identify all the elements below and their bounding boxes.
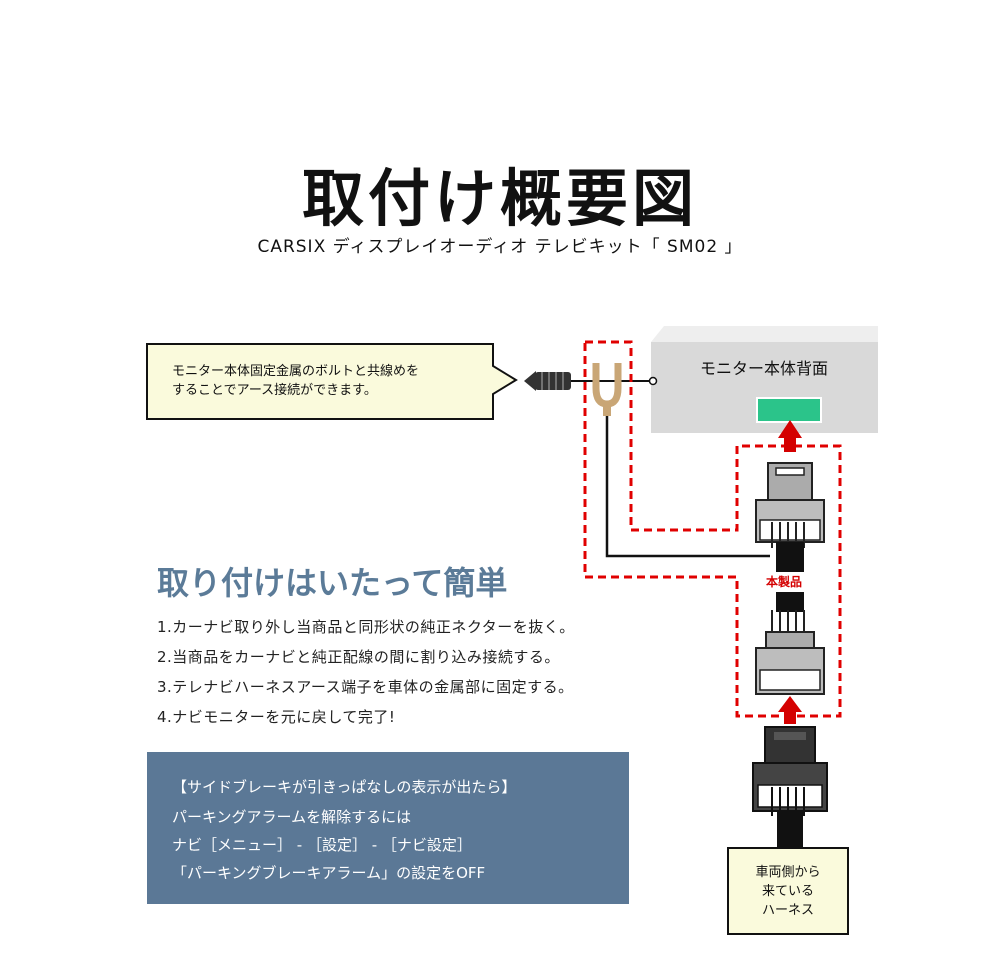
parking-brake-note <box>147 752 629 904</box>
harness-label-line: 来ている <box>761 884 814 899</box>
earth-terminal-icon <box>592 363 622 408</box>
step-item: 2.当商品をカーナビと純正配線の間に割り込み接続する。 <box>157 648 560 666</box>
step-item: 4.ナビモニターを元に戻して完了! <box>157 708 396 726</box>
page-title: 取付け概要図 <box>301 162 698 235</box>
instructions-heading: 取り付けはいたって簡単 <box>157 564 508 602</box>
note-line: ナビ［メニュー］ - ［設定］ - ［ナビ設定］ <box>172 836 472 854</box>
harness-label-line: ハーネス <box>761 903 814 918</box>
page-subtitle: CARSIX ディスプレイオーディオ テレビキット「 SM02 」 <box>257 237 743 257</box>
step-item: 3.テレナビハーネスアース端子を車体の金属部に固定する。 <box>157 678 574 696</box>
product-outline <box>583 340 842 718</box>
bolt-end-point <box>648 376 658 386</box>
note-line: パーキングアラームを解除するには <box>172 808 412 826</box>
earth-callout-text: モニター本体固定金属のボルトと共線めを することでアース接続ができます。 <box>172 362 492 400</box>
note-line: 「パーキングブレーキアラーム」の設定をOFF <box>172 864 486 882</box>
note-heading: 【サイドブレーキが引きっぱなしの表示が出たら】 <box>172 778 517 796</box>
earth-wire <box>605 416 770 558</box>
harness-label: 車両側から 来ている ハーネス <box>728 863 848 920</box>
arrow-to-monitor-icon <box>778 420 802 452</box>
product-connector-bottom <box>755 610 825 695</box>
callout-line: することでアース接続ができます。 <box>172 383 377 398</box>
earth-terminal-stem <box>603 402 611 416</box>
harness-label-box <box>727 847 849 935</box>
product-cable-lower <box>776 592 804 612</box>
vehicle-harness-connector <box>752 726 828 854</box>
product-label: 本製品 <box>766 575 803 589</box>
harness-label-line: 車両側から <box>755 865 821 880</box>
bolt-icon <box>524 371 571 391</box>
monitor-port <box>756 397 822 423</box>
callout-bubble <box>146 343 518 420</box>
arrow-from-harness-icon <box>778 696 802 724</box>
monitor-top-face <box>651 326 878 342</box>
product-cable-upper <box>776 542 804 572</box>
product-connector-top <box>755 462 825 548</box>
step-item: 1.カーナビ取り外し当商品と同形状の純正ネクターを抜く。 <box>157 618 575 636</box>
monitor-label: モニター本体背面 <box>700 359 829 378</box>
callout-line: モニター本体固定金属のボルトと共線めを <box>172 364 420 379</box>
